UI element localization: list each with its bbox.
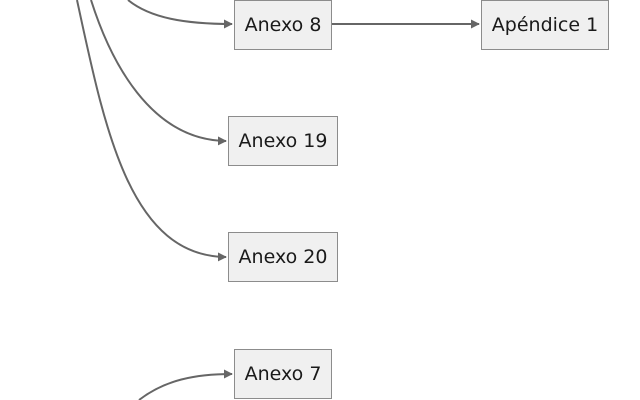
node-anexo-19[interactable]: Anexo 19	[228, 116, 338, 166]
edge-to-anexo-8	[127, 0, 233, 29]
node-anexo-8[interactable]: Anexo 8	[234, 0, 332, 50]
edge-to-anexo-20	[76, 0, 227, 262]
node-anexo-20[interactable]: Anexo 20	[228, 232, 338, 282]
node-anexo-7[interactable]: Anexo 7	[234, 349, 332, 399]
node-apendice-1[interactable]: Apéndice 1	[481, 0, 609, 50]
edge-to-anexo-7	[138, 369, 233, 400]
edge-to-anexo-19	[90, 0, 227, 146]
